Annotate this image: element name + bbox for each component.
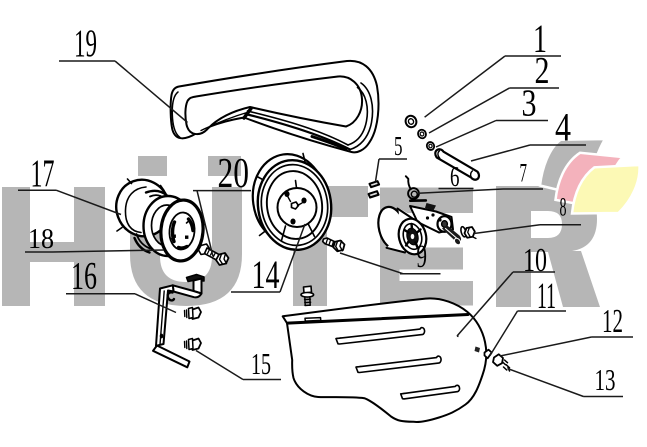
svg-text:2: 2 — [535, 50, 550, 92]
svg-text:17: 17 — [31, 152, 55, 195]
svg-text:16: 16 — [71, 255, 97, 298]
svg-text:9: 9 — [417, 239, 428, 275]
svg-text:19: 19 — [74, 22, 97, 65]
svg-text:7: 7 — [520, 159, 528, 188]
svg-text:10: 10 — [523, 242, 547, 279]
svg-text:3: 3 — [522, 83, 537, 125]
svg-text:20: 20 — [218, 151, 250, 197]
svg-text:14: 14 — [252, 252, 280, 297]
svg-text:11: 11 — [537, 276, 556, 317]
svg-text:8: 8 — [560, 193, 567, 222]
svg-text:12: 12 — [602, 303, 623, 340]
svg-text:5: 5 — [394, 131, 403, 161]
svg-text:4: 4 — [555, 105, 571, 150]
svg-text:6: 6 — [450, 161, 460, 193]
svg-text:15: 15 — [251, 346, 271, 381]
svg-text:1: 1 — [533, 16, 547, 61]
svg-text:18: 18 — [28, 223, 54, 255]
svg-text:13: 13 — [595, 362, 616, 397]
